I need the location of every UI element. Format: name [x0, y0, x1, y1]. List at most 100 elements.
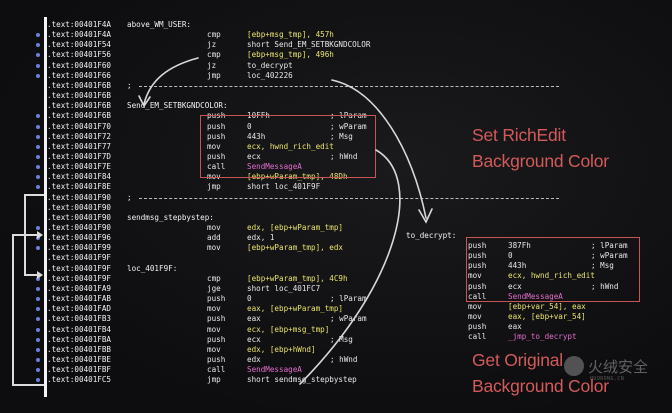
breakpoint-dot[interactable] — [36, 124, 40, 129]
code-address: .text:00401F96 — [47, 233, 112, 243]
breakpoint-dot[interactable] — [36, 73, 40, 78]
decrypt-mnemonic: call — [468, 291, 487, 301]
code-address: .text:00401FBA — [47, 334, 112, 344]
code-operand: edx, 1 — [247, 233, 275, 243]
code-address: .text:00401F84 — [47, 172, 112, 182]
code-mnemonic: mov — [207, 172, 221, 182]
code-mnemonic: push — [207, 334, 226, 344]
code-mnemonic: mov — [207, 141, 221, 151]
decrypt-comment: ; wParam — [591, 251, 628, 261]
breakpoint-dot[interactable] — [36, 134, 40, 139]
code-operand: [ebp+msg_tmp], 496h — [247, 50, 334, 60]
breakpoint-dot[interactable] — [36, 368, 40, 373]
code-comment: ; Msg — [330, 334, 353, 344]
breakpoint-dot[interactable] — [36, 337, 40, 342]
code-operand: SendMessageA — [247, 162, 302, 172]
breakpoint-dot[interactable] — [36, 307, 40, 312]
breakpoint-dot[interactable] — [36, 378, 40, 383]
code-label: above_WM_USER: — [127, 20, 192, 29]
breakpoint-dot[interactable] — [36, 63, 40, 68]
separator-rule — [139, 197, 559, 200]
breakpoint-dot[interactable] — [36, 185, 40, 190]
decrypt-operand: [ebp+var_54], eax — [508, 301, 586, 311]
breakpoint-dot[interactable] — [36, 165, 40, 170]
code-address: .text:00401F7E — [47, 162, 112, 172]
code-address: .text:00401F66 — [47, 70, 112, 80]
decrypt-mnemonic: call — [468, 332, 487, 342]
breakpoint-dot[interactable] — [36, 114, 40, 119]
breakpoint-dot[interactable] — [36, 246, 40, 251]
code-operand: 0 — [247, 294, 252, 304]
code-operand: [ebp+wParam_tmp], 48Dh — [247, 172, 348, 182]
code-comment: ; Msg — [330, 131, 353, 141]
decrypt-operand: _jmp_to_decrypt — [508, 332, 577, 342]
breakpoint-dot[interactable] — [36, 175, 40, 180]
code-operand: 0 — [247, 121, 252, 131]
breakpoint-dot[interactable] — [36, 33, 40, 38]
code-operand: [ebp+wParam_tmp], 4C9h — [247, 273, 348, 283]
decrypt-operand: 443h — [508, 261, 527, 271]
decrypt-operand: eax — [508, 322, 522, 332]
breakpoint-dot[interactable] — [36, 297, 40, 302]
breakpoint-dot[interactable] — [36, 327, 40, 332]
code-mnemonic: cmp — [207, 50, 221, 60]
code-mnemonic: cmp — [207, 273, 221, 283]
code-operand: short loc_401F9F — [247, 182, 321, 192]
code-mnemonic: push — [207, 294, 226, 304]
arrow-setcolor-to-getcolor — [299, 149, 401, 385]
breakpoint-dot[interactable] — [36, 226, 40, 230]
breakpoint-dot[interactable] — [36, 43, 40, 48]
decrypt-comment: ; lParam — [591, 241, 628, 250]
code-mnemonic: cmp — [207, 30, 221, 40]
code-address: .text:00401FA9 — [47, 283, 112, 293]
decrypt-operand: 387Fh — [508, 241, 531, 250]
breakpoint-dot[interactable] — [36, 154, 40, 159]
code-mnemonic: jmp — [207, 70, 221, 80]
decrypt-operand: ecx, hwnd_rich_edit — [508, 271, 595, 281]
code-mnemonic: mov — [207, 243, 221, 253]
code-comment: ; lParam — [330, 294, 367, 304]
code-mnemonic: jz — [207, 60, 217, 70]
code-mnemonic: jmp — [207, 182, 221, 192]
jump-arrow-bottom — [24, 274, 38, 276]
decrypt-comment: ; hWnd — [591, 281, 619, 291]
code-mnemonic: jz — [207, 40, 217, 50]
code-operand: edx — [247, 354, 261, 364]
code-address: .text:00401F9F — [47, 273, 112, 283]
code-operand: edx, [ebp+hWnd] — [247, 344, 316, 354]
flow-gutter — [0, 0, 48, 413]
code-mnemonic: push — [207, 354, 226, 364]
decrypt-mnemonic: push — [468, 322, 487, 332]
code-label: loc_401F9F: — [127, 263, 178, 273]
breakpoint-dot[interactable] — [36, 317, 40, 322]
code-comment: ; hWnd — [330, 354, 358, 364]
breakpoint-dot[interactable] — [36, 357, 40, 362]
code-label: ; — [127, 80, 132, 90]
code-address: .text:00401FBB — [47, 344, 112, 354]
breakpoint-dot[interactable] — [36, 286, 40, 291]
loop-arrow-head — [37, 231, 43, 239]
code-operand: [ebp+msg_tmp], 457h — [247, 30, 334, 40]
code-address: .text:00401F77 — [47, 141, 112, 151]
code-mnemonic: push — [207, 314, 226, 324]
to-decrypt-label: to_decrypt: — [406, 231, 457, 240]
code-label: sendmsg_stepbystep: — [127, 212, 214, 222]
code-operand: to_decrypt — [247, 60, 293, 70]
huorong-logo-icon — [564, 356, 584, 376]
breakpoint-dot[interactable] — [36, 53, 40, 58]
decrypt-mnemonic: mov — [468, 312, 482, 322]
code-address: .text:00401F99 — [47, 243, 112, 253]
arrow-jz-to-decrypt-head — [418, 208, 433, 224]
decrypt-mnemonic: mov — [468, 271, 482, 281]
breakpoint-dot[interactable] — [36, 144, 40, 149]
code-operand: loc_402226 — [247, 70, 293, 80]
code-operand: eax — [247, 314, 261, 324]
code-mnemonic: call — [207, 365, 226, 375]
decrypt-mnemonic: mov — [468, 301, 482, 311]
decrypt-mnemonic: push — [468, 251, 487, 261]
code-label: ; — [127, 192, 132, 202]
code-address: .text:00401FB3 — [47, 314, 112, 324]
code-address: .text:00401FBF — [47, 365, 112, 375]
breakpoint-dot[interactable] — [36, 347, 40, 352]
